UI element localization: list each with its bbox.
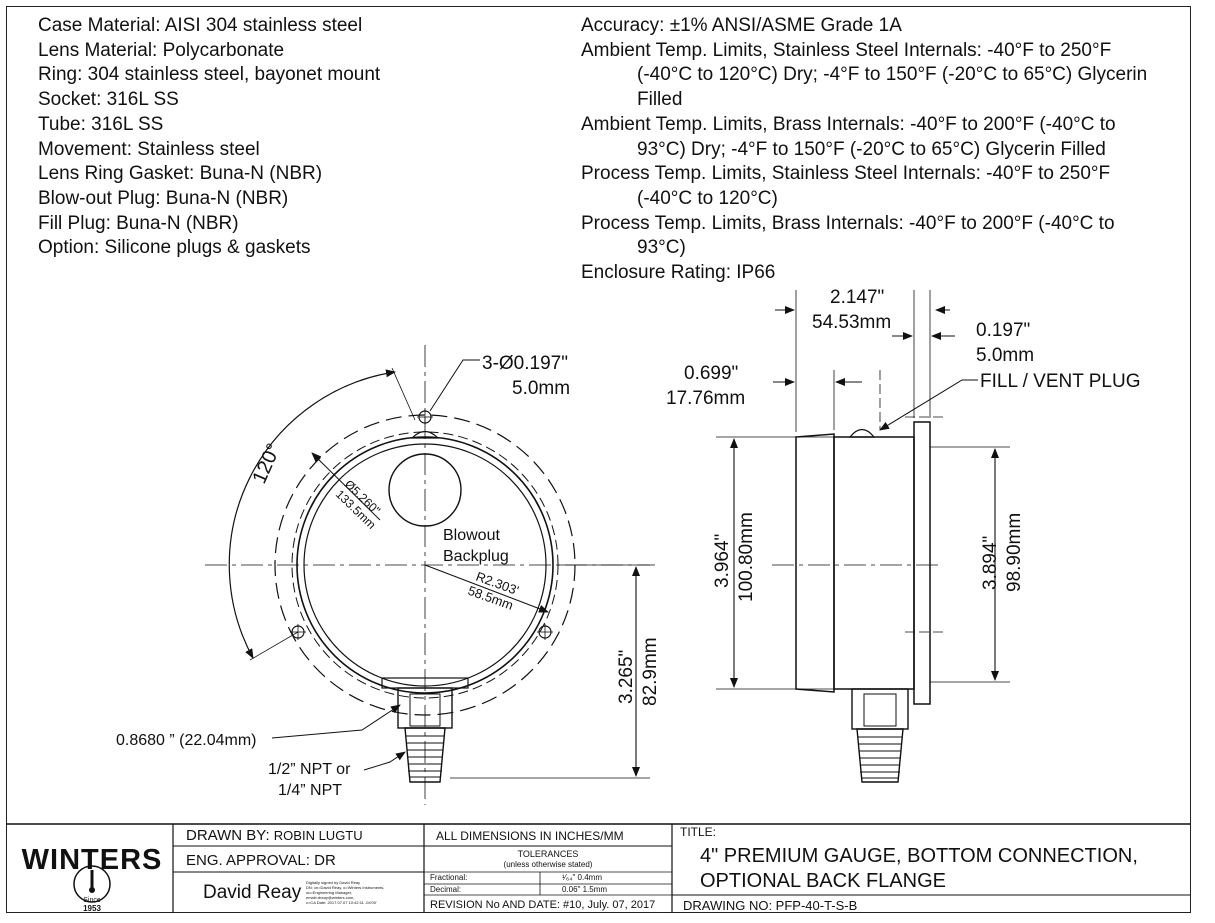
depth-label-mm: 54.53mm — [812, 312, 891, 333]
gauge-icon — [73, 865, 111, 903]
offset-label: 0.699" — [684, 363, 738, 384]
holes-label-mm: 5.0mm — [512, 378, 570, 399]
decimal-label: Decimal: — [430, 885, 462, 894]
side-view — [716, 290, 1010, 783]
fractional-label: Fractional: — [430, 873, 468, 882]
blowout-label-1: Blowout — [443, 527, 500, 544]
mounting-hole-top — [417, 409, 433, 425]
spec-right-line: 93°C) Dry; -4°F to 150°F (-20°C to 65°C)… — [637, 138, 1106, 160]
flange-label: 0.197" — [976, 320, 1030, 341]
revision: REVISION No AND DATE: #10, July. 07, 201… — [430, 899, 656, 911]
spec-left-line: Lens Material: Polycarbonate — [38, 39, 285, 61]
side-view-labels: 2.147" 54.53mm 0.197" 5.0mm 0.699" 17.76… — [666, 287, 1141, 602]
signature: David Reay — [203, 882, 302, 903]
spec-left-line: Socket: 316L SS — [38, 89, 179, 111]
title-line-1: 4" PREMIUM GAUGE, BOTTOM CONNECTION, — [700, 845, 1138, 867]
fill-vent-leader — [879, 379, 978, 431]
spec-right-line: 93°C) — [637, 237, 686, 259]
spec-right-line: Process Temp. Limits, Stainless Steel In… — [581, 163, 1111, 185]
holes-label: 3-Ø0.197" — [482, 353, 568, 374]
case-dia-label: 3.964" — [712, 534, 733, 588]
eng-approval-row: ENG. APPROVAL: DR — [186, 852, 336, 869]
title-label: TITLE: — [680, 825, 717, 839]
digital-signature-line: email=dreay@winters.com, — [306, 895, 355, 900]
thread-label-1: 1/2” NPT or — [268, 761, 351, 778]
logo-since: Since — [83, 897, 101, 904]
thread-lines — [406, 735, 444, 778]
title-block-grid — [6, 823, 1191, 913]
spec-right-line: Filled — [637, 89, 683, 111]
digital-signature-line: ou=Engineering Manager, — [306, 890, 352, 895]
thread-leader — [363, 751, 406, 771]
spec-left-line: Movement: Stainless steel — [38, 138, 260, 160]
flange-dia-label: 3.894" — [980, 536, 1001, 590]
eng-approval-value: DR — [314, 852, 336, 869]
logo-year: 1953 — [83, 904, 101, 913]
spec-left-line: Fill Plug: Buna-N (NBR) — [38, 212, 239, 234]
back-flange — [913, 421, 931, 705]
tolerances-label: TOLERANCES — [517, 849, 579, 859]
flange-dia-label-mm: 98.90mm — [1004, 513, 1025, 592]
bezel-ring — [795, 433, 835, 693]
thread-label-2: 1/4” NPT — [278, 782, 342, 799]
depth-label: 2.147" — [830, 287, 884, 308]
holes-leader — [429, 359, 480, 412]
digital-signature-line: c=CA Date: 2017.07.07 10:42:11 -04'00' — [306, 900, 377, 905]
drawn-by-label: DRAWN BY: — [186, 827, 270, 844]
digital-signature-line: Digitally signed by David Reay — [306, 880, 361, 885]
fill-plug-label: FILL / VENT PLUG — [980, 371, 1141, 392]
specs-right: Accuracy: ±1% ANSI/ASME Grade 1A Ambient … — [581, 14, 1147, 286]
spec-right-line: Ambient Temp. Limits, Brass Internals: -… — [581, 113, 1116, 135]
case-dia-label-mm: 100.80mm — [736, 512, 757, 602]
spec-right-line: (-40°C to 120°C) — [637, 187, 778, 209]
tolerances-sub: (unless otherwise stated) — [503, 860, 593, 869]
spec-right-line: Enclosure Rating: IP66 — [581, 262, 776, 284]
flange-label-mm: 5.0mm — [976, 345, 1034, 366]
angle-label: 120° — [248, 440, 285, 487]
spec-left-line: Option: Silicone plugs & gaskets — [38, 237, 311, 259]
drawn-by-row: DRAWN BY: ROBIN LUGTU — [186, 827, 363, 844]
side-socket-hex — [851, 688, 909, 730]
drawing-number: DRAWING NO: PFP-40-T-S-B — [683, 898, 858, 913]
mounting-hole-right — [537, 624, 553, 640]
spec-right-line: Process Temp. Limits, Brass Internals: -… — [581, 212, 1115, 234]
diameter-leader — [311, 452, 381, 521]
angle-dimension-arc — [228, 369, 396, 659]
decimal-value: 0.06" 1.5mm — [562, 885, 608, 894]
blowout-label-2: Backplug — [443, 548, 509, 565]
spec-left-line: Ring: 304 stainless steel, bayonet mount — [38, 64, 381, 86]
drawing-frame — [6, 6, 1191, 913]
eng-approval-label: ENG. APPROVAL: — [186, 852, 310, 869]
height-label: 3.265" — [616, 650, 637, 704]
case-body — [833, 436, 915, 690]
fill-plug-top — [410, 430, 440, 439]
spec-left-line: Case Material: AISI 304 stainless steel — [38, 15, 363, 36]
hex-label: 0.8680 ” (22.04mm) — [116, 732, 257, 749]
fill-plug — [848, 428, 876, 438]
spec-left-line: Lens Ring Gasket: Buna-N (NBR) — [38, 163, 323, 185]
spec-right-line: Ambient Temp. Limits, Stainless Steel In… — [581, 39, 1112, 61]
spec-left-line: Tube: 316L SS — [38, 113, 164, 135]
radius-leader — [424, 564, 549, 613]
dimensions-note: ALL DIMENSIONS IN INCHES/MM — [436, 829, 624, 843]
socket-inner — [409, 693, 441, 727]
digital-signature-line: DN: cn=David Reay, o=Winters Instruments… — [306, 885, 385, 890]
fractional-value: ¹⁄₆₄" 0.4mm — [562, 873, 603, 882]
winters-logo: WINTERS Since 1953 — [22, 844, 162, 913]
height-label-mm: 82.9mm — [640, 637, 661, 706]
drawn-by-value: ROBIN LUGTU — [273, 828, 363, 843]
spec-right-line: (-40°C to 120°C) Dry; -4°F to 150°F (-20… — [637, 64, 1148, 86]
front-view — [205, 345, 655, 805]
spec-left-line: Blow-out Plug: Buna-N (NBR) — [38, 187, 289, 209]
offset-label-mm: 17.76mm — [666, 388, 745, 409]
hex-leader — [271, 704, 401, 739]
title-line-2: OPTIONAL BACK FLANGE — [700, 870, 946, 892]
side-socket-thread — [856, 728, 904, 783]
spec-right-line: Accuracy: ±1% ANSI/ASME Grade 1A — [581, 15, 902, 36]
